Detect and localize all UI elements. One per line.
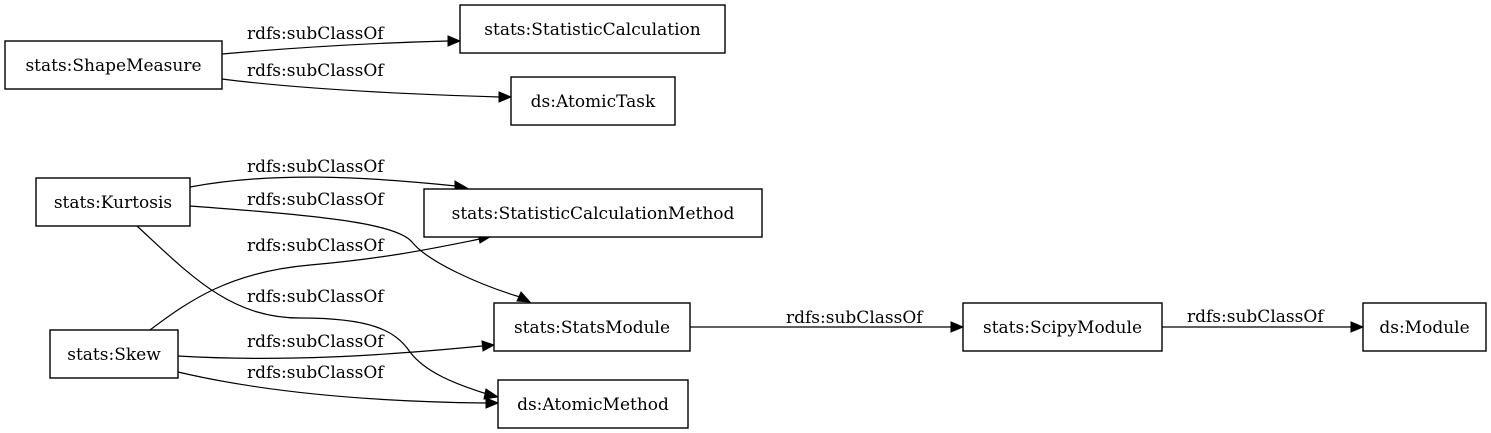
edge-label: rdfs:subClassOf [247, 287, 385, 307]
node-label: stats:ShapeMeasure [25, 56, 201, 76]
node-label: stats:Kurtosis [54, 193, 172, 213]
node-kurtosis: stats:Kurtosis [35, 177, 191, 227]
edge-label: rdfs:subClassOf [247, 363, 385, 383]
edge-statsmodule-to-scipymodule: rdfs:subClassOf [690, 308, 965, 333]
edge-kurtosis-to-atomicmethod: rdfs:subClassOf [136, 225, 500, 400]
node-atomic-task: ds:AtomicTask [510, 76, 676, 126]
edge-kurtosis-to-statisticcalculationmethod: rdfs:subClassOf [189, 157, 469, 192]
node-label: stats:StatisticCalculation [484, 20, 700, 40]
node-label: stats:Skew [67, 345, 161, 365]
edge-label: rdfs:subClassOf [247, 157, 385, 177]
node-label: ds:Module [1379, 318, 1469, 338]
edge-skew-to-atomicmethod: rdfs:subClassOf [177, 363, 500, 409]
edge-label: rdfs:subClassOf [1187, 307, 1325, 327]
node-label: stats:ScipyModule [983, 318, 1142, 338]
edge-scipymodule-to-module: rdfs:subClassOf [1162, 307, 1365, 333]
node-label: stats:StatisticCalculationMethod [452, 204, 735, 224]
node-atomic-method: ds:AtomicMethod [497, 379, 689, 429]
node-statistic-calculation-method: stats:StatisticCalculationMethod [423, 188, 763, 238]
edge-label: rdfs:subClassOf [247, 61, 385, 81]
edge-label: rdfs:subClassOf [247, 332, 385, 352]
node-scipy-module: stats:ScipyModule [962, 302, 1163, 352]
node-statistic-calculation: stats:StatisticCalculation [459, 4, 726, 54]
edge-kurtosis-to-statsmodule: rdfs:subClassOf [189, 190, 532, 303]
edge-skew-to-statsmodule: rdfs:subClassOf [177, 332, 496, 359]
node-label: ds:AtomicTask [531, 92, 656, 112]
edge-label: rdfs:subClassOf [247, 236, 385, 256]
edge-shapemeasure-to-atomictask: rdfs:subClassOf [221, 61, 513, 103]
edge-label: rdfs:subClassOf [247, 190, 385, 210]
node-stats-module: stats:StatsModule [493, 302, 691, 352]
edge-label: rdfs:subClassOf [786, 308, 924, 328]
edge-skew-to-statisticcalculationmethod: rdfs:subClassOf [149, 233, 492, 331]
node-shape-measure: stats:ShapeMeasure [4, 40, 223, 90]
node-label: stats:StatsModule [514, 318, 670, 338]
edge-label: rdfs:subClassOf [247, 24, 385, 44]
node-skew: stats:Skew [49, 329, 179, 379]
node-module: ds:Module [1362, 302, 1487, 352]
edge-shapemeasure-to-statisticcalculation: rdfs:subClassOf [221, 24, 462, 55]
node-label: ds:AtomicMethod [517, 395, 669, 415]
